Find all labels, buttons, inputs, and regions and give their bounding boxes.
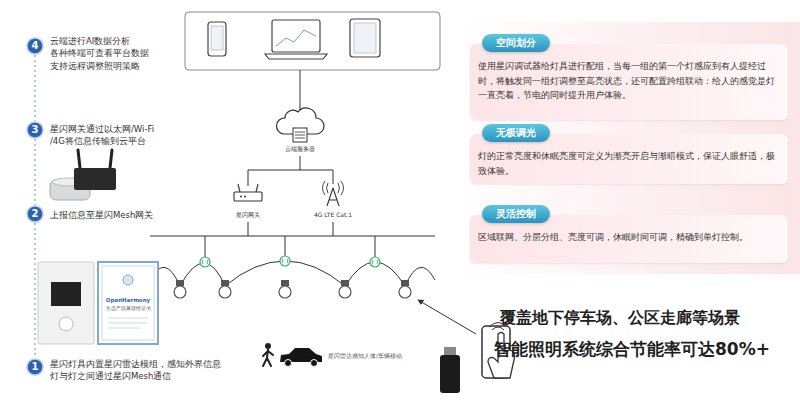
signal-wave xyxy=(202,259,378,264)
module-board xyxy=(38,262,94,344)
step-number-text: 4 xyxy=(26,37,44,55)
feature-panel: 灵活控制区域联网、分层分组、亮度可调，休眠时间可调，精确到单灯控制。 xyxy=(470,215,788,263)
panel-body: 使用星闪调试器给灯具进行配组，当每一组的第一个灯感应到有人提经过时，将触发同一组… xyxy=(470,44,788,107)
certificate-seal xyxy=(123,275,133,285)
step-number: 4 xyxy=(26,37,44,55)
network-wire xyxy=(248,156,333,186)
server-slot xyxy=(295,135,305,136)
bulb xyxy=(279,286,291,298)
icon-label: 4G LTE Cat.1 xyxy=(298,211,368,220)
step-connector xyxy=(34,223,35,358)
feature-panel: 空间划分使用星闪调试器给灯具进行配组，当每一组的第一个灯感应到有人提经过时，将触… xyxy=(470,44,788,120)
icon-label: 星闪网关 xyxy=(218,211,278,220)
step-circle xyxy=(27,38,43,54)
debugger-dongle xyxy=(440,355,460,393)
car-wheel xyxy=(285,360,292,367)
laptop-base xyxy=(265,54,327,59)
bulb-cap xyxy=(341,280,349,286)
uplink-line xyxy=(300,70,301,110)
dongle-plug xyxy=(444,347,456,356)
tablet-icon xyxy=(350,19,380,57)
module-chip xyxy=(51,282,81,306)
certificate-lines xyxy=(108,318,148,328)
headline-text: 智能照明系统综合节能率可达80%+ xyxy=(494,337,800,362)
laptop-chart xyxy=(276,30,316,46)
gateway-led xyxy=(240,196,242,198)
bulb-cap xyxy=(281,280,289,286)
step-text: 上报信息至星闪Mesh网关 xyxy=(50,209,200,221)
bulb-cap xyxy=(221,280,229,286)
step-text: 星闪灯具内置星闪雷达模组，感知外界信息 灯与灯之间通过星闪Mesh通信 xyxy=(50,358,235,383)
bulb-group xyxy=(174,280,411,298)
step-number-text: 2 xyxy=(26,205,44,223)
antenna xyxy=(78,150,112,168)
step-number: 1 xyxy=(26,358,44,376)
terminal-box xyxy=(185,12,440,70)
laptop-icon xyxy=(272,20,320,52)
step-number: 3 xyxy=(26,121,44,139)
step-connector xyxy=(34,139,35,205)
step-circle xyxy=(27,206,43,222)
step-circle xyxy=(27,359,43,375)
server-slot xyxy=(295,132,305,133)
feature-panel: 无极调光灯的正常亮度和休眠亮度可定义为渐亮开启与渐暗模式，保证人眼舒适，极致体验… xyxy=(470,134,788,184)
panel-heading: 空间划分 xyxy=(482,34,550,52)
icon-label: OpenHarmony xyxy=(98,297,158,305)
car-wheel xyxy=(311,360,318,367)
server-icon xyxy=(293,128,307,142)
gateway-antenna xyxy=(238,184,258,192)
gateway-photo xyxy=(74,168,116,190)
phone-screen xyxy=(211,26,223,50)
tower-waves xyxy=(323,181,344,195)
step-connector xyxy=(34,55,35,121)
phone-icon xyxy=(208,22,226,56)
step-number: 2 xyxy=(26,205,44,223)
module-sensor xyxy=(59,317,73,331)
tablet-screen xyxy=(354,23,376,53)
panel-backdrop xyxy=(455,22,800,274)
bulb-cap xyxy=(176,280,184,286)
icon-label: 云端服务器 xyxy=(265,145,335,154)
server-slot xyxy=(295,138,305,139)
bulb xyxy=(339,286,351,298)
step-text: 云端进行AI数据分析 各种终端可查看平台数据 支持远程调整照明策略 xyxy=(50,35,158,72)
tower-icon xyxy=(327,188,339,206)
certificate xyxy=(98,262,158,344)
person-body xyxy=(263,349,273,366)
panel-heading: 灵活控制 xyxy=(482,205,550,223)
step-circle xyxy=(27,122,43,138)
bulb xyxy=(174,286,186,298)
gateway-led xyxy=(244,196,246,198)
headline-text: 覆盖地下停车场、公区走廊等场景 xyxy=(500,306,800,329)
icon-label: 星闪雷达感知人体/车辆移动 xyxy=(328,353,438,361)
bulb-cap xyxy=(401,280,409,286)
bus-wire xyxy=(150,222,435,258)
bulb xyxy=(399,286,411,298)
icon-label: 生态产品兼容性证书 xyxy=(98,305,158,312)
step-text: 星闪网关通过以太网/Wi-Fi /4G将信息传输到云平台 xyxy=(50,123,172,148)
gateway-icon xyxy=(234,192,262,201)
panel-heading: 无极调光 xyxy=(482,124,550,142)
mesh-arc xyxy=(150,261,435,286)
step-number-text: 3 xyxy=(26,121,44,139)
step-number-text: 1 xyxy=(26,358,44,376)
control-arrow xyxy=(418,300,476,334)
bulb xyxy=(219,286,231,298)
